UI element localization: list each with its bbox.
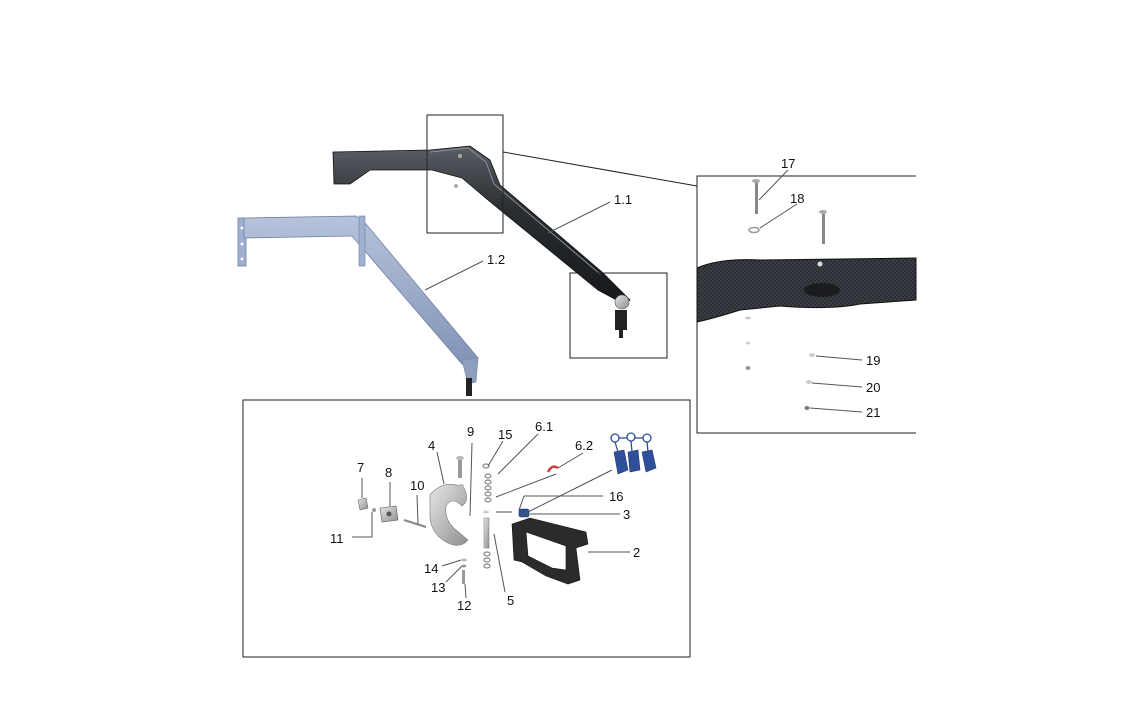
mount-hardware-parts <box>357 432 657 585</box>
label-1-2: 1.2 <box>487 252 505 267</box>
leader-lines <box>352 169 863 599</box>
label-7: 7 <box>357 460 364 475</box>
label-21: 21 <box>866 405 880 420</box>
label-17: 17 <box>781 156 795 171</box>
label-6-1: 6.1 <box>535 419 553 434</box>
label-6-2: 6.2 <box>575 438 593 453</box>
label-16: 16 <box>609 489 623 504</box>
label-5: 5 <box>507 593 514 608</box>
zoom-detail-panel <box>696 175 917 434</box>
exploded-mount-panel <box>242 399 691 658</box>
label-11: 11 <box>330 531 344 546</box>
label-14: 14 <box>424 561 438 576</box>
part-1-2-arm <box>237 215 479 396</box>
label-10: 10 <box>410 478 424 493</box>
callout-labels: 1.1 1.2 17 18 19 20 21 2 3 4 5 6.1 6.2 7… <box>330 156 880 613</box>
part-1-1-carbon-arm <box>332 145 631 338</box>
label-20: 20 <box>866 380 880 395</box>
detail-box-joint <box>426 114 504 234</box>
label-13: 13 <box>431 580 445 595</box>
label-18: 18 <box>790 191 804 206</box>
label-9: 9 <box>467 424 474 439</box>
label-4: 4 <box>428 438 435 453</box>
label-3: 3 <box>623 507 630 522</box>
label-12: 12 <box>457 598 471 613</box>
label-19: 19 <box>866 353 880 368</box>
label-1-1: 1.1 <box>614 192 632 207</box>
detail-box-mount <box>569 272 668 359</box>
label-8: 8 <box>385 465 392 480</box>
label-2: 2 <box>633 545 640 560</box>
label-15: 15 <box>498 427 512 442</box>
zoom-connector-line <box>502 151 698 187</box>
